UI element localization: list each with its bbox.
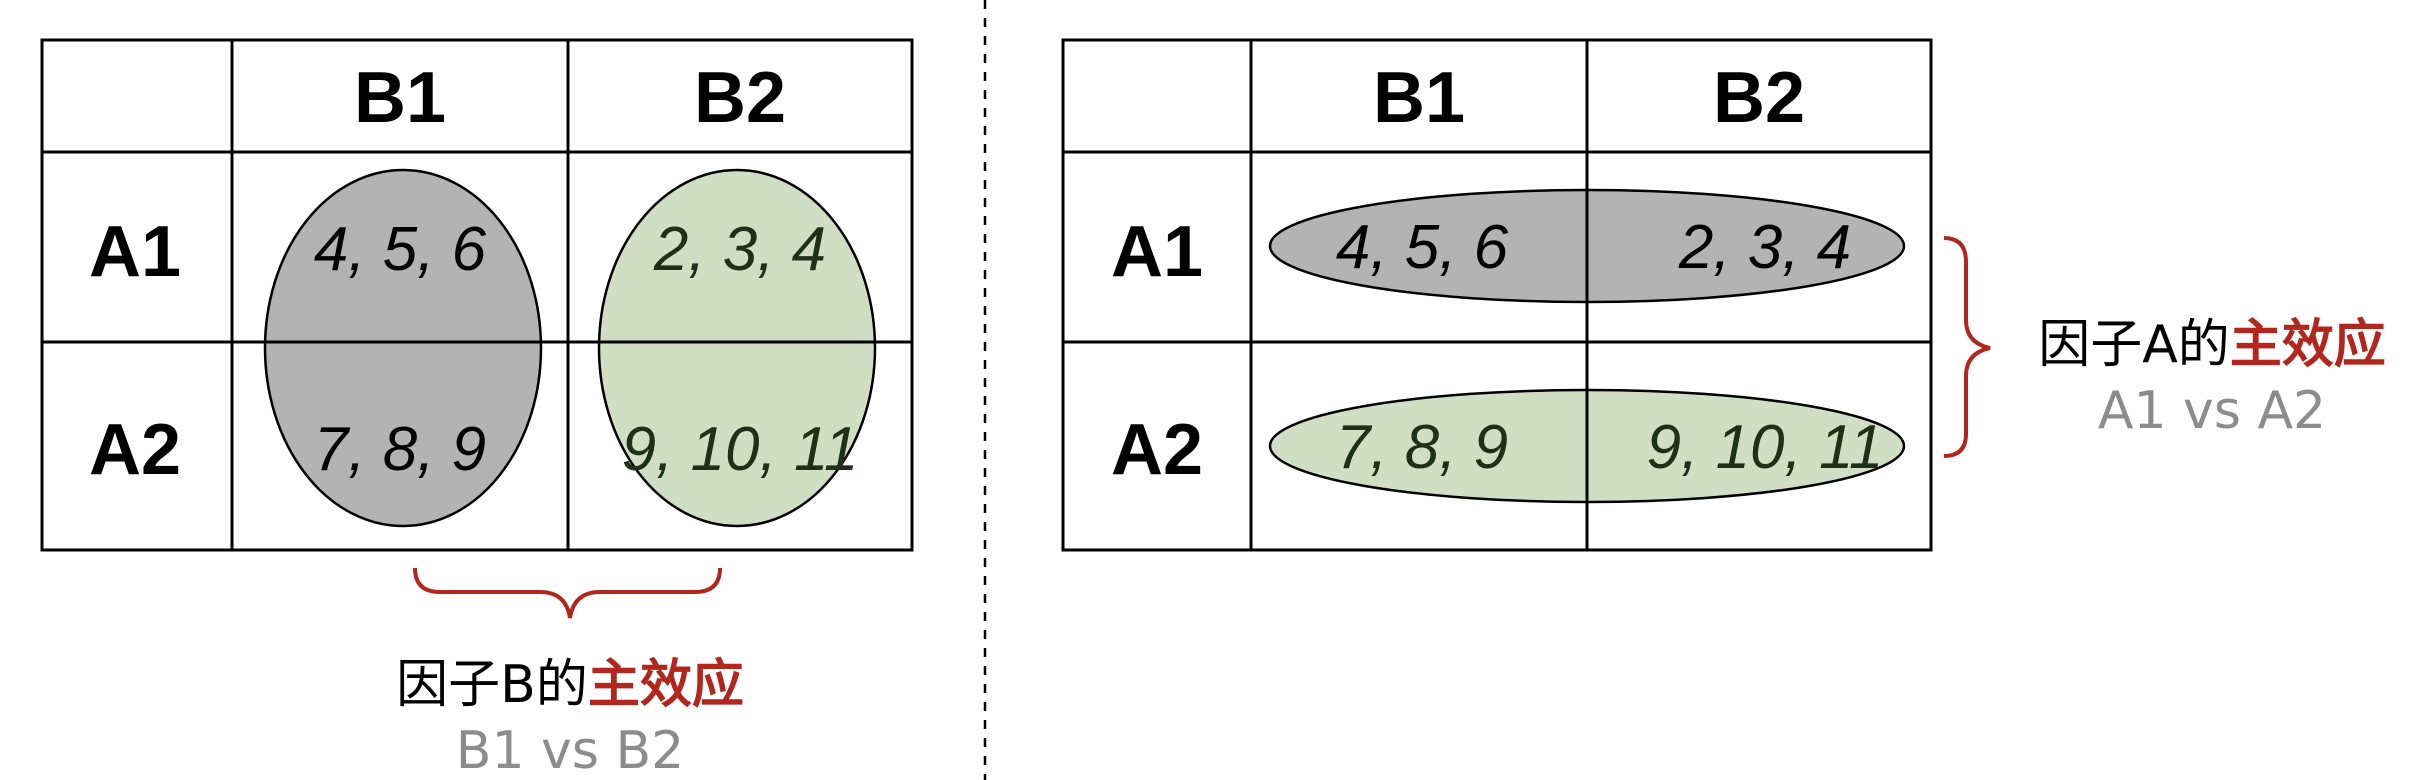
right-header-a1: A1 xyxy=(1111,212,1203,292)
left-cell-a2b2: 9, 10, 11 xyxy=(622,415,859,484)
left-table-grid xyxy=(40,38,914,552)
left-header-b2: B2 xyxy=(694,58,786,138)
left-caption-highlight: 主效应 xyxy=(588,655,744,715)
right-header-b2: B2 xyxy=(1713,58,1805,138)
right-caption-highlight: 主效应 xyxy=(2230,315,2386,375)
left-header-a2: A2 xyxy=(89,410,181,490)
right-caption-subtitle: A1 vs A2 xyxy=(2098,381,2326,441)
left-panel: B1 B2 A1 A2 4, 5, 6 2, 3, 4 7, 8, 9 9, 1… xyxy=(40,38,914,780)
right-curly-brace-icon xyxy=(1943,236,1991,458)
right-cell-a2b1: 7, 8, 9 xyxy=(1336,413,1508,482)
right-caption-title: 因子A的主效应 xyxy=(2038,315,2386,375)
left-cell-a2b1: 7, 8, 9 xyxy=(314,415,486,484)
left-header-a1: A1 xyxy=(89,212,181,292)
left-caption-subtitle: B1 vs B2 xyxy=(456,721,684,780)
left-curly-brace-icon xyxy=(413,567,722,619)
b1-column-ellipse xyxy=(263,168,543,528)
left-cell-a1b2: 2, 3, 4 xyxy=(653,215,826,284)
right-table-grid xyxy=(1061,38,1933,552)
left-header-b1: B1 xyxy=(354,58,446,138)
right-header-a2: A2 xyxy=(1111,410,1203,490)
right-cell-a1b2: 2, 3, 4 xyxy=(1678,213,1851,282)
b2-column-ellipse xyxy=(597,168,877,528)
right-cell-a2b2: 9, 10, 11 xyxy=(1647,413,1884,482)
right-header-b1: B1 xyxy=(1373,58,1465,138)
left-cell-a1b1: 4, 5, 6 xyxy=(314,215,487,284)
right-caption-prefix: 因子A的 xyxy=(2038,315,2230,375)
right-panel: B1 B2 A1 A2 4, 5, 6 2, 3, 4 7, 8, 9 9, 1… xyxy=(1061,38,2386,552)
left-caption-prefix: 因子B的 xyxy=(396,655,588,715)
left-caption-title: 因子B的主效应 xyxy=(396,655,744,715)
right-cell-a1b1: 4, 5, 6 xyxy=(1336,213,1509,282)
